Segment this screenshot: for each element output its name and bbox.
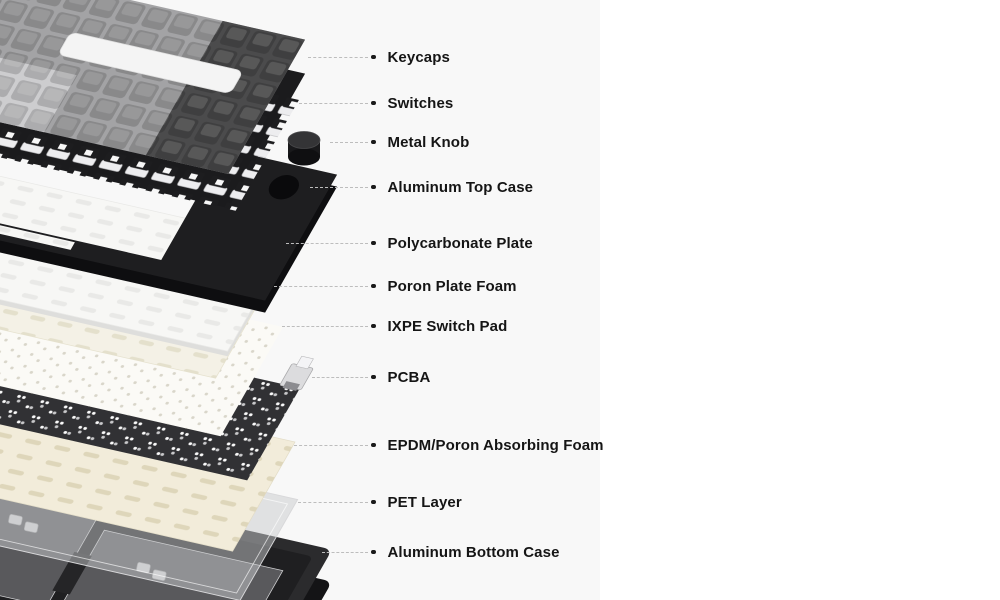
- leader-line: [282, 325, 368, 327]
- bullet-dot: [371, 100, 376, 106]
- pcb-daughterboard-connector: [279, 355, 314, 391]
- bullet-dot: [371, 549, 376, 555]
- keyboard-exploded-view: [0, 0, 338, 600]
- bullet-dot: [371, 283, 376, 289]
- keyboard-exploded-image: Keycaps Switches Metal Knob Aluminum Top…: [0, 0, 604, 600]
- part-label: Poron Plate Foam: [387, 277, 517, 295]
- part-label: EPDM/Poron Absorbing Foam: [387, 436, 604, 454]
- aluminum-top-case: [0, 80, 338, 313]
- leader-line: [286, 242, 368, 244]
- part-label: Metal Knob: [387, 133, 470, 151]
- leader-line: [294, 444, 368, 446]
- leader-line: [322, 551, 368, 553]
- label-row-epdm-poron-absorbing-foam: EPDM/Poron Absorbing Foam: [294, 435, 604, 455]
- part-label: PCBA: [387, 368, 431, 386]
- part-label: IXPE Switch Pad: [387, 317, 508, 335]
- bullet-dot: [371, 184, 376, 190]
- bullet-dot: [371, 374, 376, 380]
- label-row-aluminum-top-case: Aluminum Top Case: [310, 177, 533, 197]
- bullet-dot: [371, 240, 376, 246]
- leader-line: [308, 56, 368, 58]
- label-row-pet-layer: PET Layer: [298, 492, 462, 512]
- metal-knob: [287, 131, 321, 166]
- leader-line: [274, 285, 368, 287]
- label-row-polycarbonate-plate: Polycarbonate Plate: [286, 233, 533, 253]
- label-row-metal-knob: Metal Knob: [330, 132, 469, 152]
- bullet-dot: [371, 499, 376, 505]
- leader-line: [310, 186, 368, 188]
- knob-hole: [268, 175, 300, 200]
- part-label: Polycarbonate Plate: [387, 234, 533, 252]
- leader-line: [330, 141, 368, 143]
- part-label: Switches: [387, 94, 454, 112]
- leader-line: [298, 501, 368, 503]
- leader-line: [312, 376, 368, 378]
- bullet-dot: [371, 54, 376, 60]
- label-row-poron-plate-foam: Poron Plate Foam: [274, 276, 517, 296]
- bullet-dot: [371, 323, 376, 329]
- callout-labels: Keycaps Switches Metal Knob Aluminum Top…: [274, 47, 604, 562]
- part-label: Aluminum Top Case: [387, 178, 534, 196]
- part-label: PET Layer: [387, 493, 462, 511]
- spacebar-keycap: [59, 32, 242, 93]
- top-case-frame: [0, 80, 338, 301]
- label-row-ixpe-switch-pad: IXPE Switch Pad: [282, 316, 507, 336]
- label-row-pcba: PCBA: [312, 367, 430, 387]
- leader-line: [299, 102, 368, 104]
- bullet-dot: [371, 139, 376, 145]
- part-label: Keycaps: [387, 48, 450, 66]
- bullet-dot: [371, 442, 376, 448]
- keycaps-layer: [0, 0, 306, 175]
- part-label: Aluminum Bottom Case: [387, 543, 560, 561]
- label-row-keycaps: Keycaps: [308, 47, 450, 67]
- label-row-aluminum-bottom-case: Aluminum Bottom Case: [322, 542, 560, 562]
- label-row-switches: Switches: [299, 93, 453, 113]
